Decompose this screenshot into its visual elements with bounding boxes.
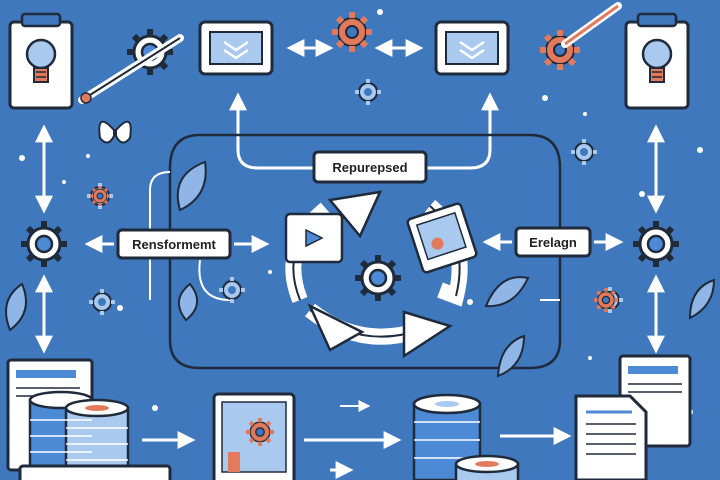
document-icon: [212, 392, 296, 480]
bottom-panel: [18, 464, 172, 480]
label-top: Repurepsed: [312, 150, 428, 184]
lightbulb-clipboard-icon: [8, 12, 74, 110]
gear-icon: [88, 184, 112, 208]
label-right: Erelagn: [514, 226, 592, 258]
label-left-text: Rensformemt: [132, 237, 216, 252]
process-loop-inner: [149, 171, 560, 301]
disc-stack-icon: [412, 393, 520, 480]
monitor-icon: [198, 20, 274, 76]
document-icon: [574, 394, 648, 480]
process-loop-top: [238, 96, 490, 170]
document-icon: [406, 202, 478, 274]
leaf-icon: [5, 160, 716, 378]
pencil-icon: [78, 34, 184, 104]
gear-icon: [332, 12, 372, 52]
label-right-text: Erelagn: [529, 235, 577, 250]
pencil-icon: [561, 2, 622, 48]
monitor-icon: [434, 20, 510, 76]
label-left: Rensformemt: [116, 228, 232, 260]
document-icon: [284, 212, 344, 264]
disc-stack-icon: [28, 390, 130, 476]
label-top-text: Repurepsed: [332, 160, 407, 175]
butterfly-icon: [98, 120, 132, 144]
lightbulb-clipboard-icon: [624, 12, 690, 110]
